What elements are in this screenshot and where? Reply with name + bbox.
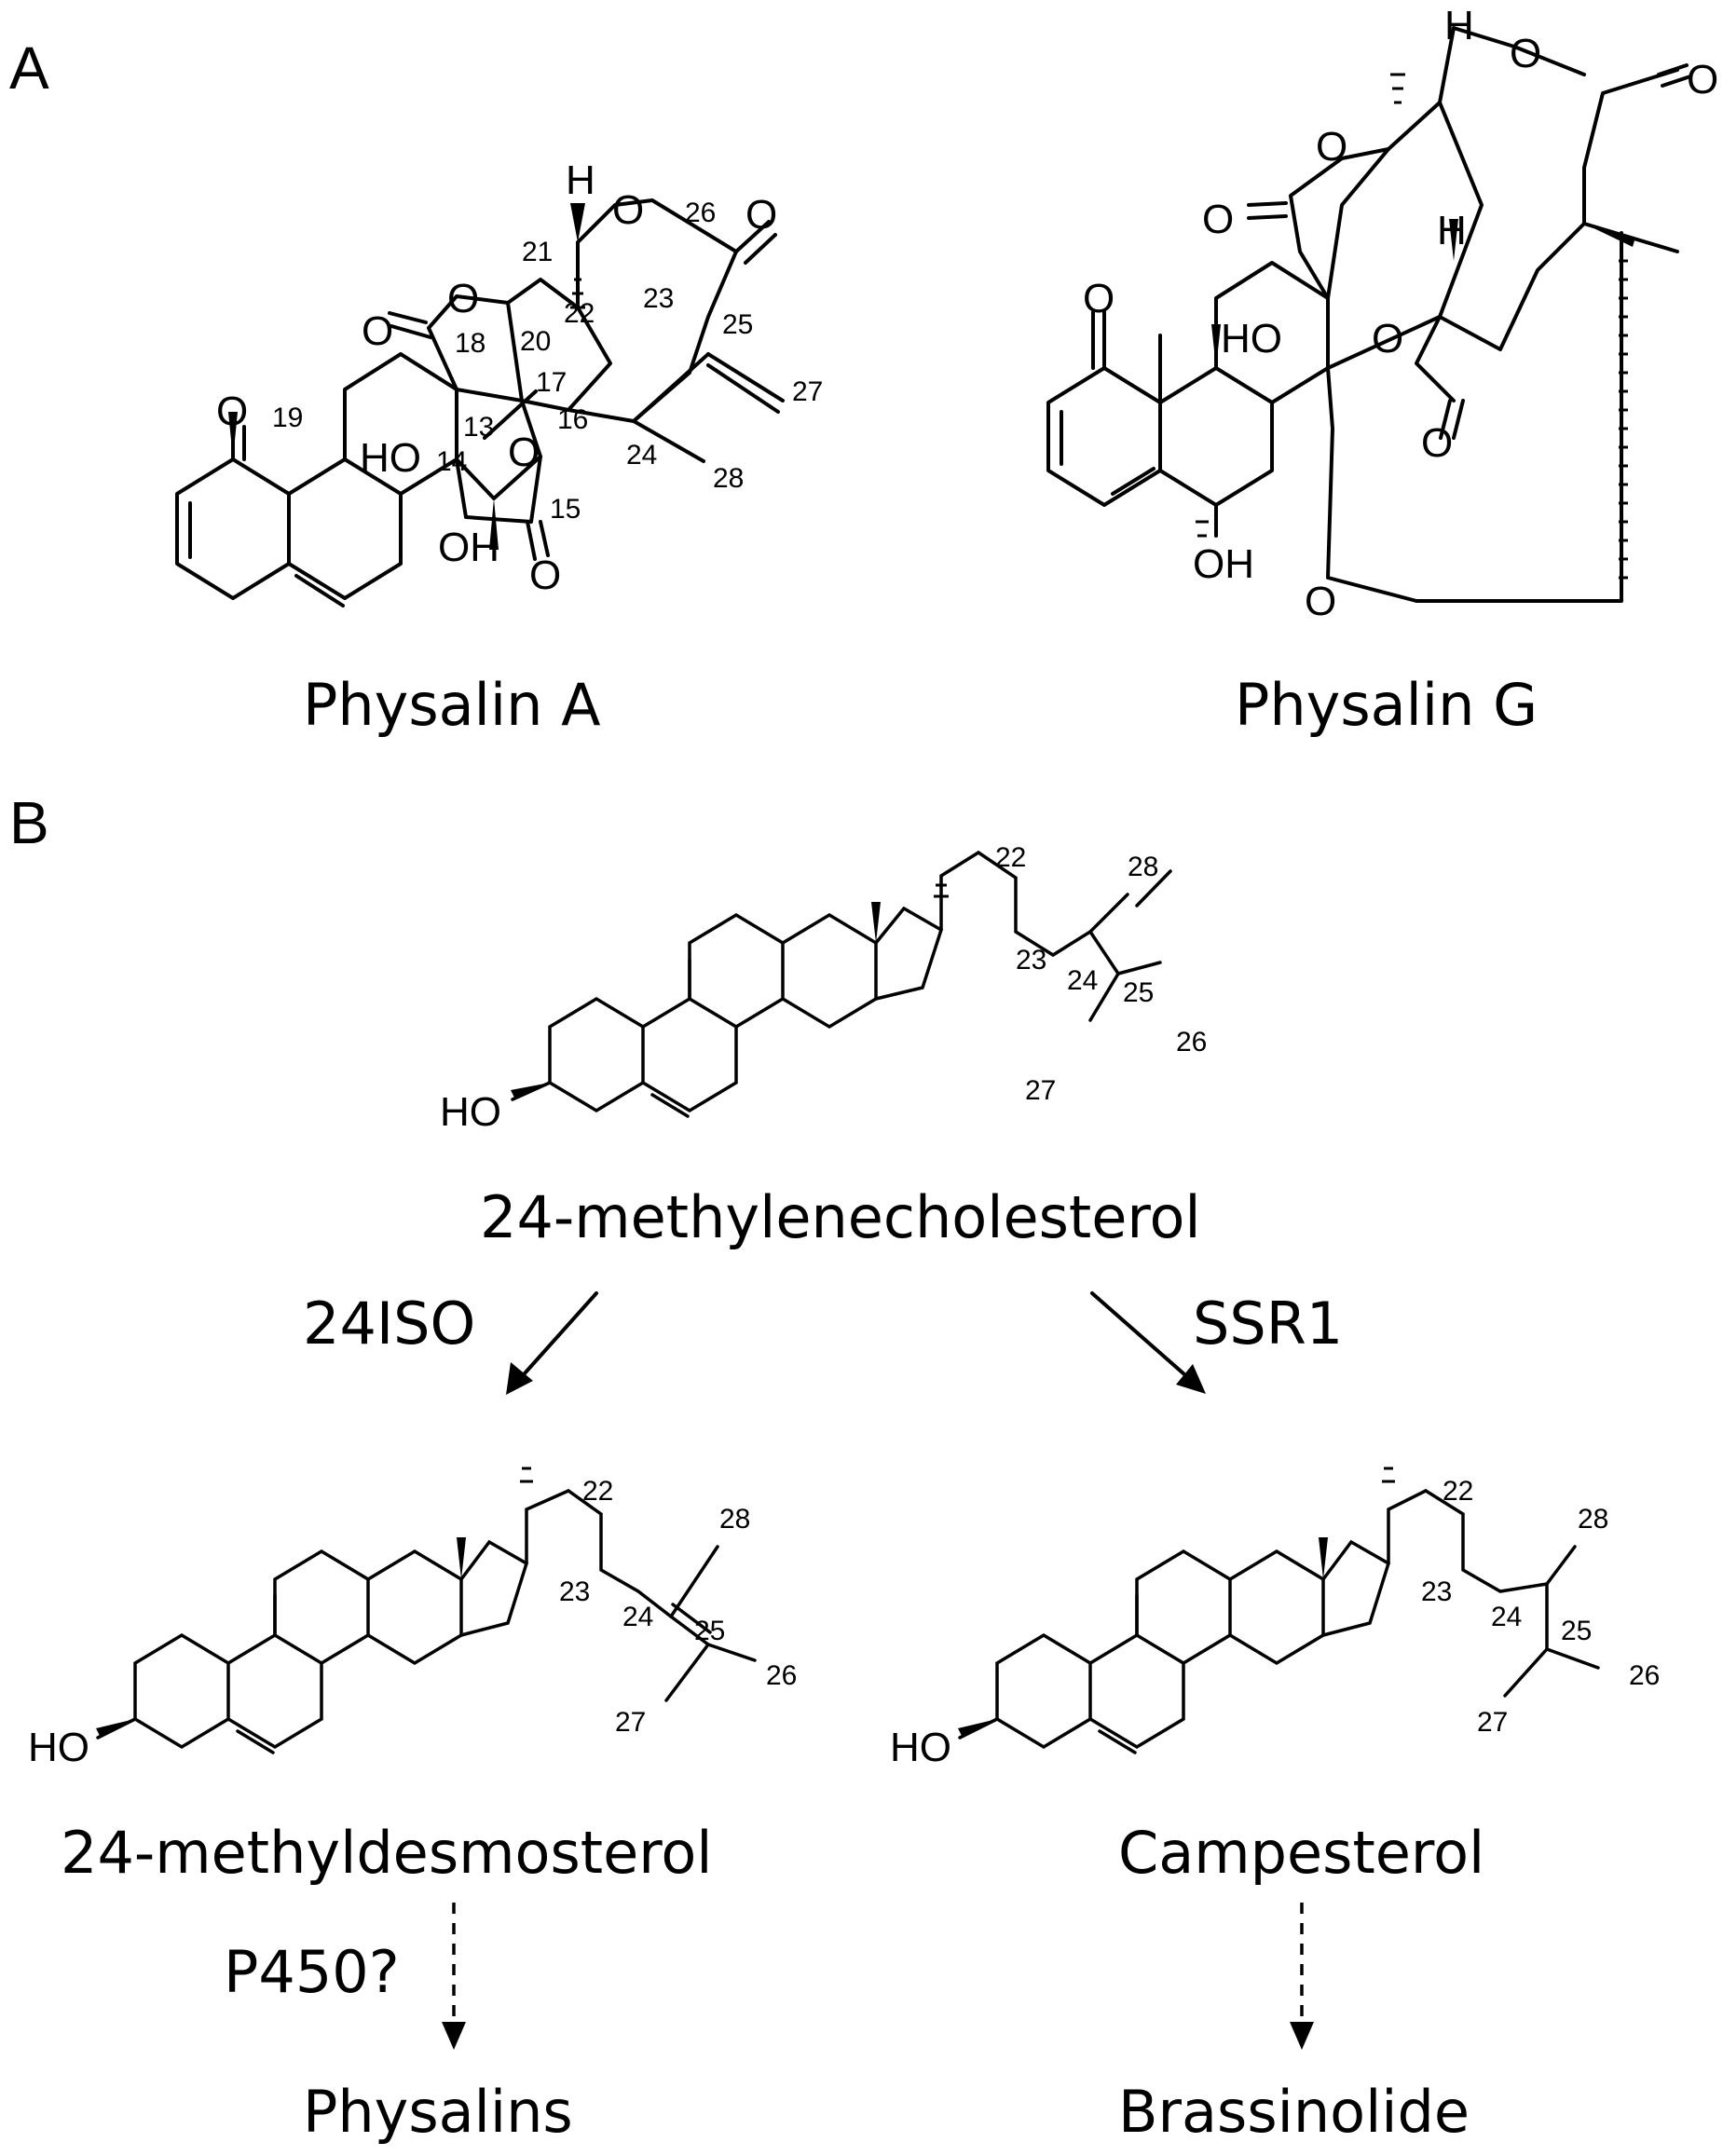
- physalin-a-o-carbonyl-right: O: [745, 192, 777, 238]
- campesterol-num-26: 26: [1629, 1660, 1660, 1691]
- physalin-a-num-25: 25: [722, 309, 753, 340]
- physalin-g-ho-group: HO: [1221, 316, 1282, 362]
- methyldesmosterol-num-23: 23: [559, 1576, 590, 1607]
- physalin-g-o-ring: O: [1316, 124, 1347, 170]
- physalin-a-num-23: 23: [643, 283, 674, 314]
- enzyme-p450: P450?: [224, 1938, 400, 2006]
- physalin-a-num-13: 13: [463, 412, 494, 443]
- physalin-a-o-carbonyl-left: O: [362, 308, 393, 354]
- physalin-a-oh-group: OH: [438, 525, 499, 570]
- physalin-a-o-lactone-top: O: [612, 187, 644, 233]
- methyldesmosterol-ho: HO: [28, 1725, 89, 1770]
- methyldesmosterol-structure: HO 22 28 23 24 25 26 27: [28, 1467, 797, 1770]
- product-physalins: Physalins: [303, 2078, 573, 2146]
- methyldesmosterol-num-28: 28: [719, 1504, 750, 1535]
- physalin-a-num-24: 24: [626, 440, 657, 471]
- physalin-a-o-lactone: O: [447, 276, 479, 321]
- physalin-a-num-16: 16: [557, 404, 588, 435]
- dashed-arrow-brassinolide: [1290, 1903, 1314, 2050]
- physalin-g-h-top: H: [1444, 3, 1474, 48]
- dashed-arrow-physalins: [442, 1903, 466, 2050]
- physalin-a-structure: H O O O O O O O HO OH 19 18 21 20 22 23 …: [175, 157, 823, 607]
- methyldesmosterol-name: 24-methyldesmosterol: [61, 1819, 713, 1887]
- methylenecholesterol-structure: HO 22 28 23 24 25 26 27: [440, 842, 1207, 1135]
- physalin-a-num-17: 17: [536, 367, 567, 398]
- methyldesmosterol-num-22: 22: [582, 1476, 613, 1507]
- methylenecholesterol-num-24: 24: [1067, 965, 1098, 996]
- physalin-g-oh-group: OH: [1193, 541, 1254, 587]
- physalin-g-o-mid: O: [1372, 316, 1403, 362]
- physalin-g-o-carbonyl-left: O: [1202, 197, 1234, 242]
- physalin-a-num-19: 19: [272, 403, 303, 433]
- physalin-a-o-ketone: O: [216, 389, 248, 434]
- physalin-a-num-27: 27: [792, 376, 823, 407]
- panel-label-a: A: [9, 34, 49, 102]
- campesterol-name: Campesterol: [1118, 1819, 1484, 1887]
- physalin-g-structure: H O O O O O H HO O O OH O: [1046, 3, 1718, 624]
- methyldesmosterol-num-26: 26: [766, 1660, 797, 1691]
- reaction-arrow-right: [1090, 1291, 1206, 1394]
- campesterol-num-27: 27: [1477, 1707, 1508, 1738]
- physalin-g-name: Physalin G: [1235, 671, 1538, 739]
- campesterol-num-24: 24: [1491, 1602, 1522, 1632]
- methylenecholesterol-name: 24-methylenecholesterol: [480, 1183, 1201, 1251]
- physalin-g-o-bridge: O: [1305, 579, 1336, 624]
- campesterol-num-25: 25: [1561, 1616, 1592, 1646]
- methylenecholesterol-num-22: 22: [995, 842, 1026, 873]
- campesterol-num-22: 22: [1443, 1476, 1473, 1507]
- enzyme-ssr1: SSR1: [1193, 1290, 1343, 1358]
- physalin-a-num-22: 22: [564, 298, 595, 329]
- physalin-a-num-15: 15: [550, 494, 581, 525]
- physalin-a-num-20: 20: [520, 326, 551, 357]
- methyldesmosterol-num-27: 27: [615, 1707, 646, 1738]
- methylenecholesterol-num-25: 25: [1123, 977, 1154, 1008]
- product-brassinolide: Brassinolide: [1118, 2078, 1470, 2146]
- campesterol-num-23: 23: [1421, 1576, 1452, 1607]
- methylenecholesterol-num-23: 23: [1016, 945, 1046, 976]
- physalin-a-h-atom: H: [566, 157, 595, 203]
- physalin-a-num-18: 18: [455, 328, 485, 359]
- physalin-a-num-28: 28: [713, 463, 744, 494]
- physalin-a-num-26: 26: [685, 198, 716, 228]
- methylenecholesterol-num-26: 26: [1176, 1027, 1207, 1058]
- physalin-a-ho-group: HO: [360, 435, 421, 481]
- physalin-g-o-top: O: [1510, 31, 1541, 76]
- campesterol-structure: HO 22 28 23 24 25 26 27: [890, 1467, 1660, 1770]
- campesterol-num-28: 28: [1578, 1504, 1608, 1535]
- methylenecholesterol-num-27: 27: [1025, 1075, 1056, 1106]
- reaction-arrow-left: [506, 1291, 598, 1395]
- methylenecholesterol-ho: HO: [440, 1089, 501, 1135]
- physalin-g-o-ketone: O: [1083, 276, 1114, 321]
- physalin-a-o-15: O: [529, 553, 561, 598]
- methyldesmosterol-num-25: 25: [694, 1616, 725, 1646]
- physalin-a-num-14: 14: [436, 446, 467, 477]
- physalin-a-name: Physalin A: [303, 671, 601, 739]
- panel-label-b: B: [9, 789, 49, 856]
- campesterol-ho: HO: [890, 1725, 951, 1770]
- enzyme-24iso: 24ISO: [303, 1290, 475, 1358]
- methyldesmosterol-num-24: 24: [622, 1602, 653, 1632]
- methylenecholesterol-num-28: 28: [1128, 852, 1158, 882]
- physalin-g-h-mid: H: [1437, 208, 1467, 253]
- physalin-g-o-carbonyl-right: O: [1687, 57, 1718, 102]
- physalin-a-o-epoxy: O: [508, 430, 540, 475]
- physalin-a-num-21: 21: [522, 237, 553, 267]
- physalin-g-o-bottom-ketone: O: [1421, 420, 1453, 466]
